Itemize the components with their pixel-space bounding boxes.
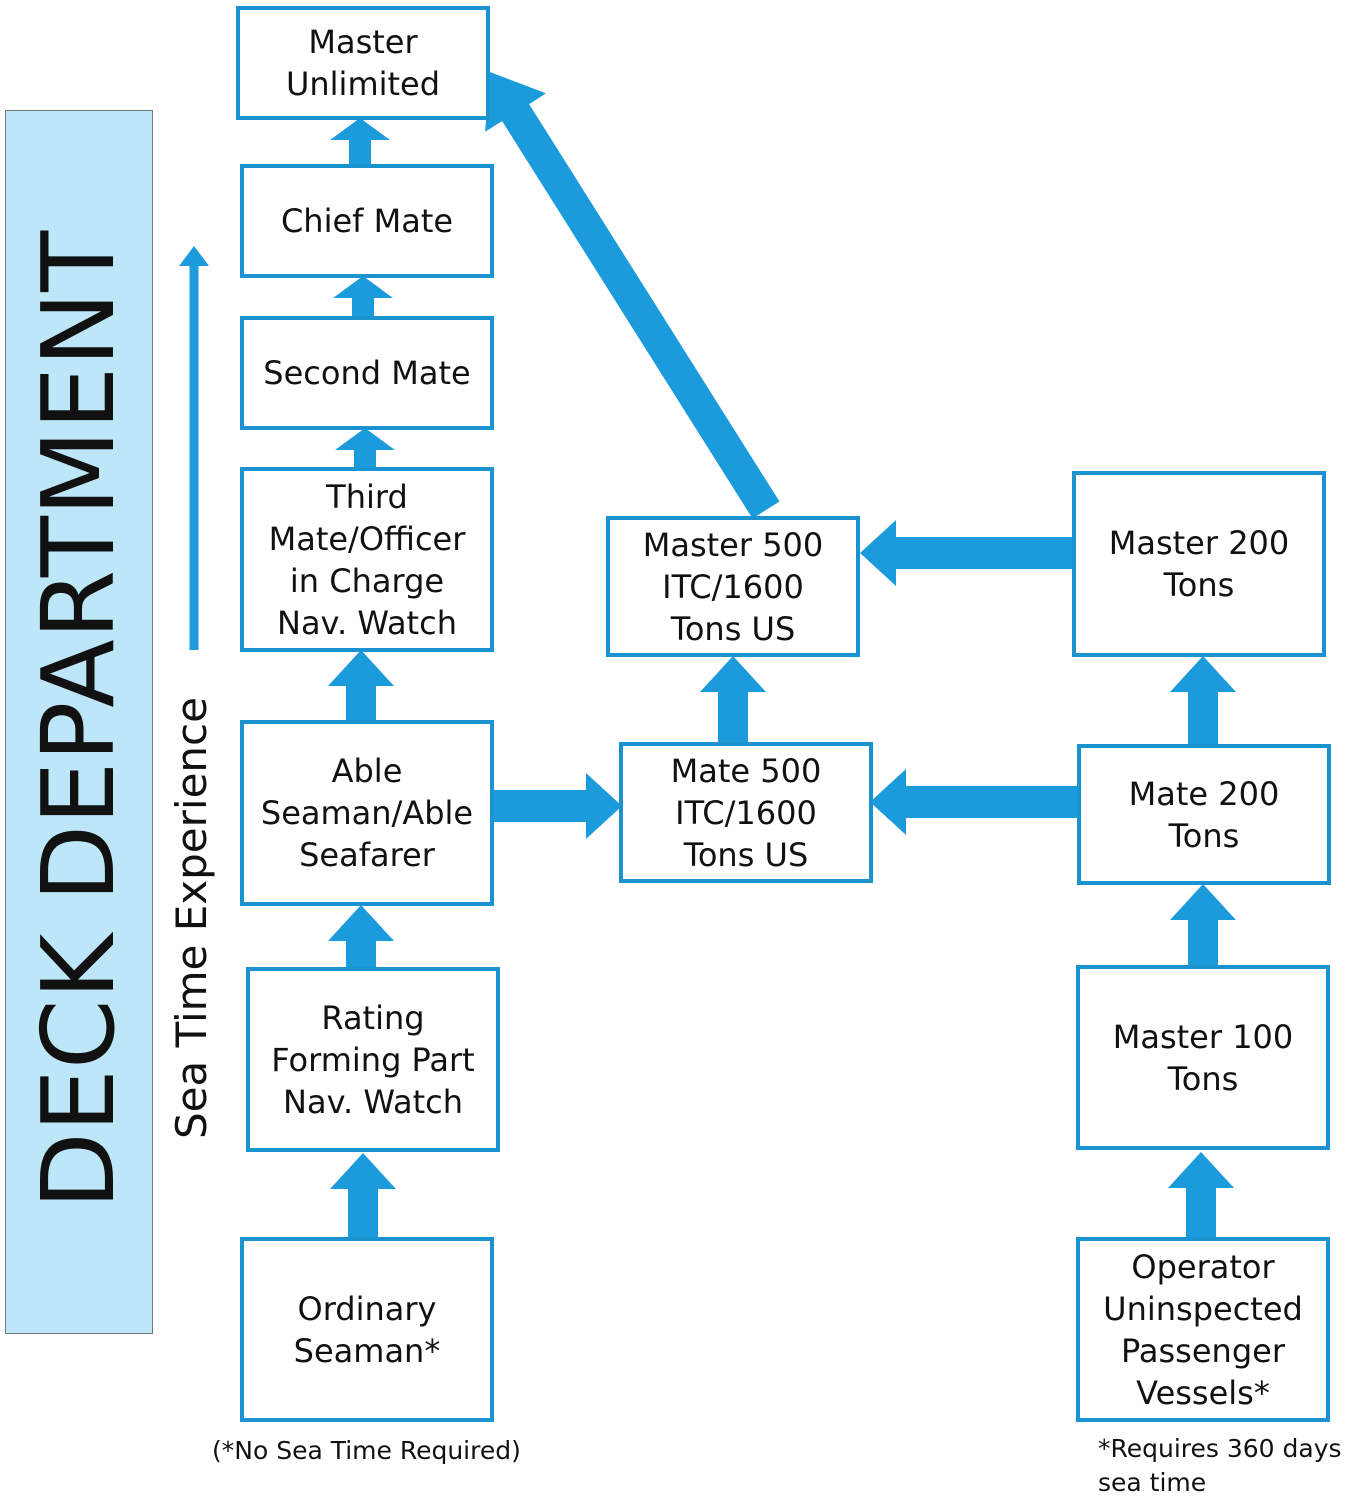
box-mate-500: Mate 500 ITC/1600 Tons US [619, 742, 873, 883]
box-master-100: Master 100 Tons [1076, 965, 1330, 1150]
box-master-unlimited: Master Unlimited [236, 6, 490, 120]
box-able-seaman: Able Seaman/Able Seafarer [240, 720, 494, 906]
box-third-mate: Third Mate/Officer in Charge Nav. Watch [240, 467, 494, 652]
box-ordinary-seaman: Ordinary Seaman* [240, 1237, 494, 1422]
note-requires-360-days: *Requires 360 days sea time [1098, 1434, 1342, 1497]
box-master-200: Master 200 Tons [1072, 471, 1326, 657]
box-master-500: Master 500 ITC/1600 Tons US [606, 516, 860, 657]
note-no-sea-time: (*No Sea Time Required) [212, 1436, 521, 1465]
deck-department-banner [5, 110, 153, 1334]
box-mate-200: Mate 200 Tons [1077, 744, 1331, 885]
arrow-second-to-chief [333, 276, 393, 318]
arrow-master200-to-master500 [860, 520, 1075, 586]
arrow-rating-to-able [328, 905, 394, 970]
arrow-chief-to-master [330, 118, 390, 166]
arrow-ordinary-to-rating [330, 1153, 396, 1240]
box-operator-upv: Operator Uninspected Passenger Vessels* [1076, 1237, 1330, 1422]
arrow-mate500-to-master500 [700, 656, 766, 745]
arrow-able-to-third [328, 650, 394, 722]
arrow-master100-to-mate200 [1170, 884, 1236, 967]
box-rating-forming-part: Rating Forming Part Nav. Watch [246, 967, 500, 1152]
box-second-mate: Second Mate [240, 316, 494, 430]
arrow-third-to-second [335, 428, 395, 470]
arrow-operator-to-master100 [1168, 1152, 1234, 1240]
arrow-mate200-to-master200 [1170, 656, 1236, 746]
box-chief-mate: Chief Mate [240, 164, 494, 278]
arrow-mate200-to-mate500 [870, 769, 1080, 835]
sea-time-experience-label: Sea Time Experience [167, 697, 216, 1139]
deck-department-title: DECK DEPARTMENT [20, 230, 137, 1210]
arrow-sea-time-axis [179, 246, 209, 650]
arrow-able-to-mate-500 [492, 773, 622, 839]
arrow-master500-to-master-unlimited [485, 72, 780, 519]
